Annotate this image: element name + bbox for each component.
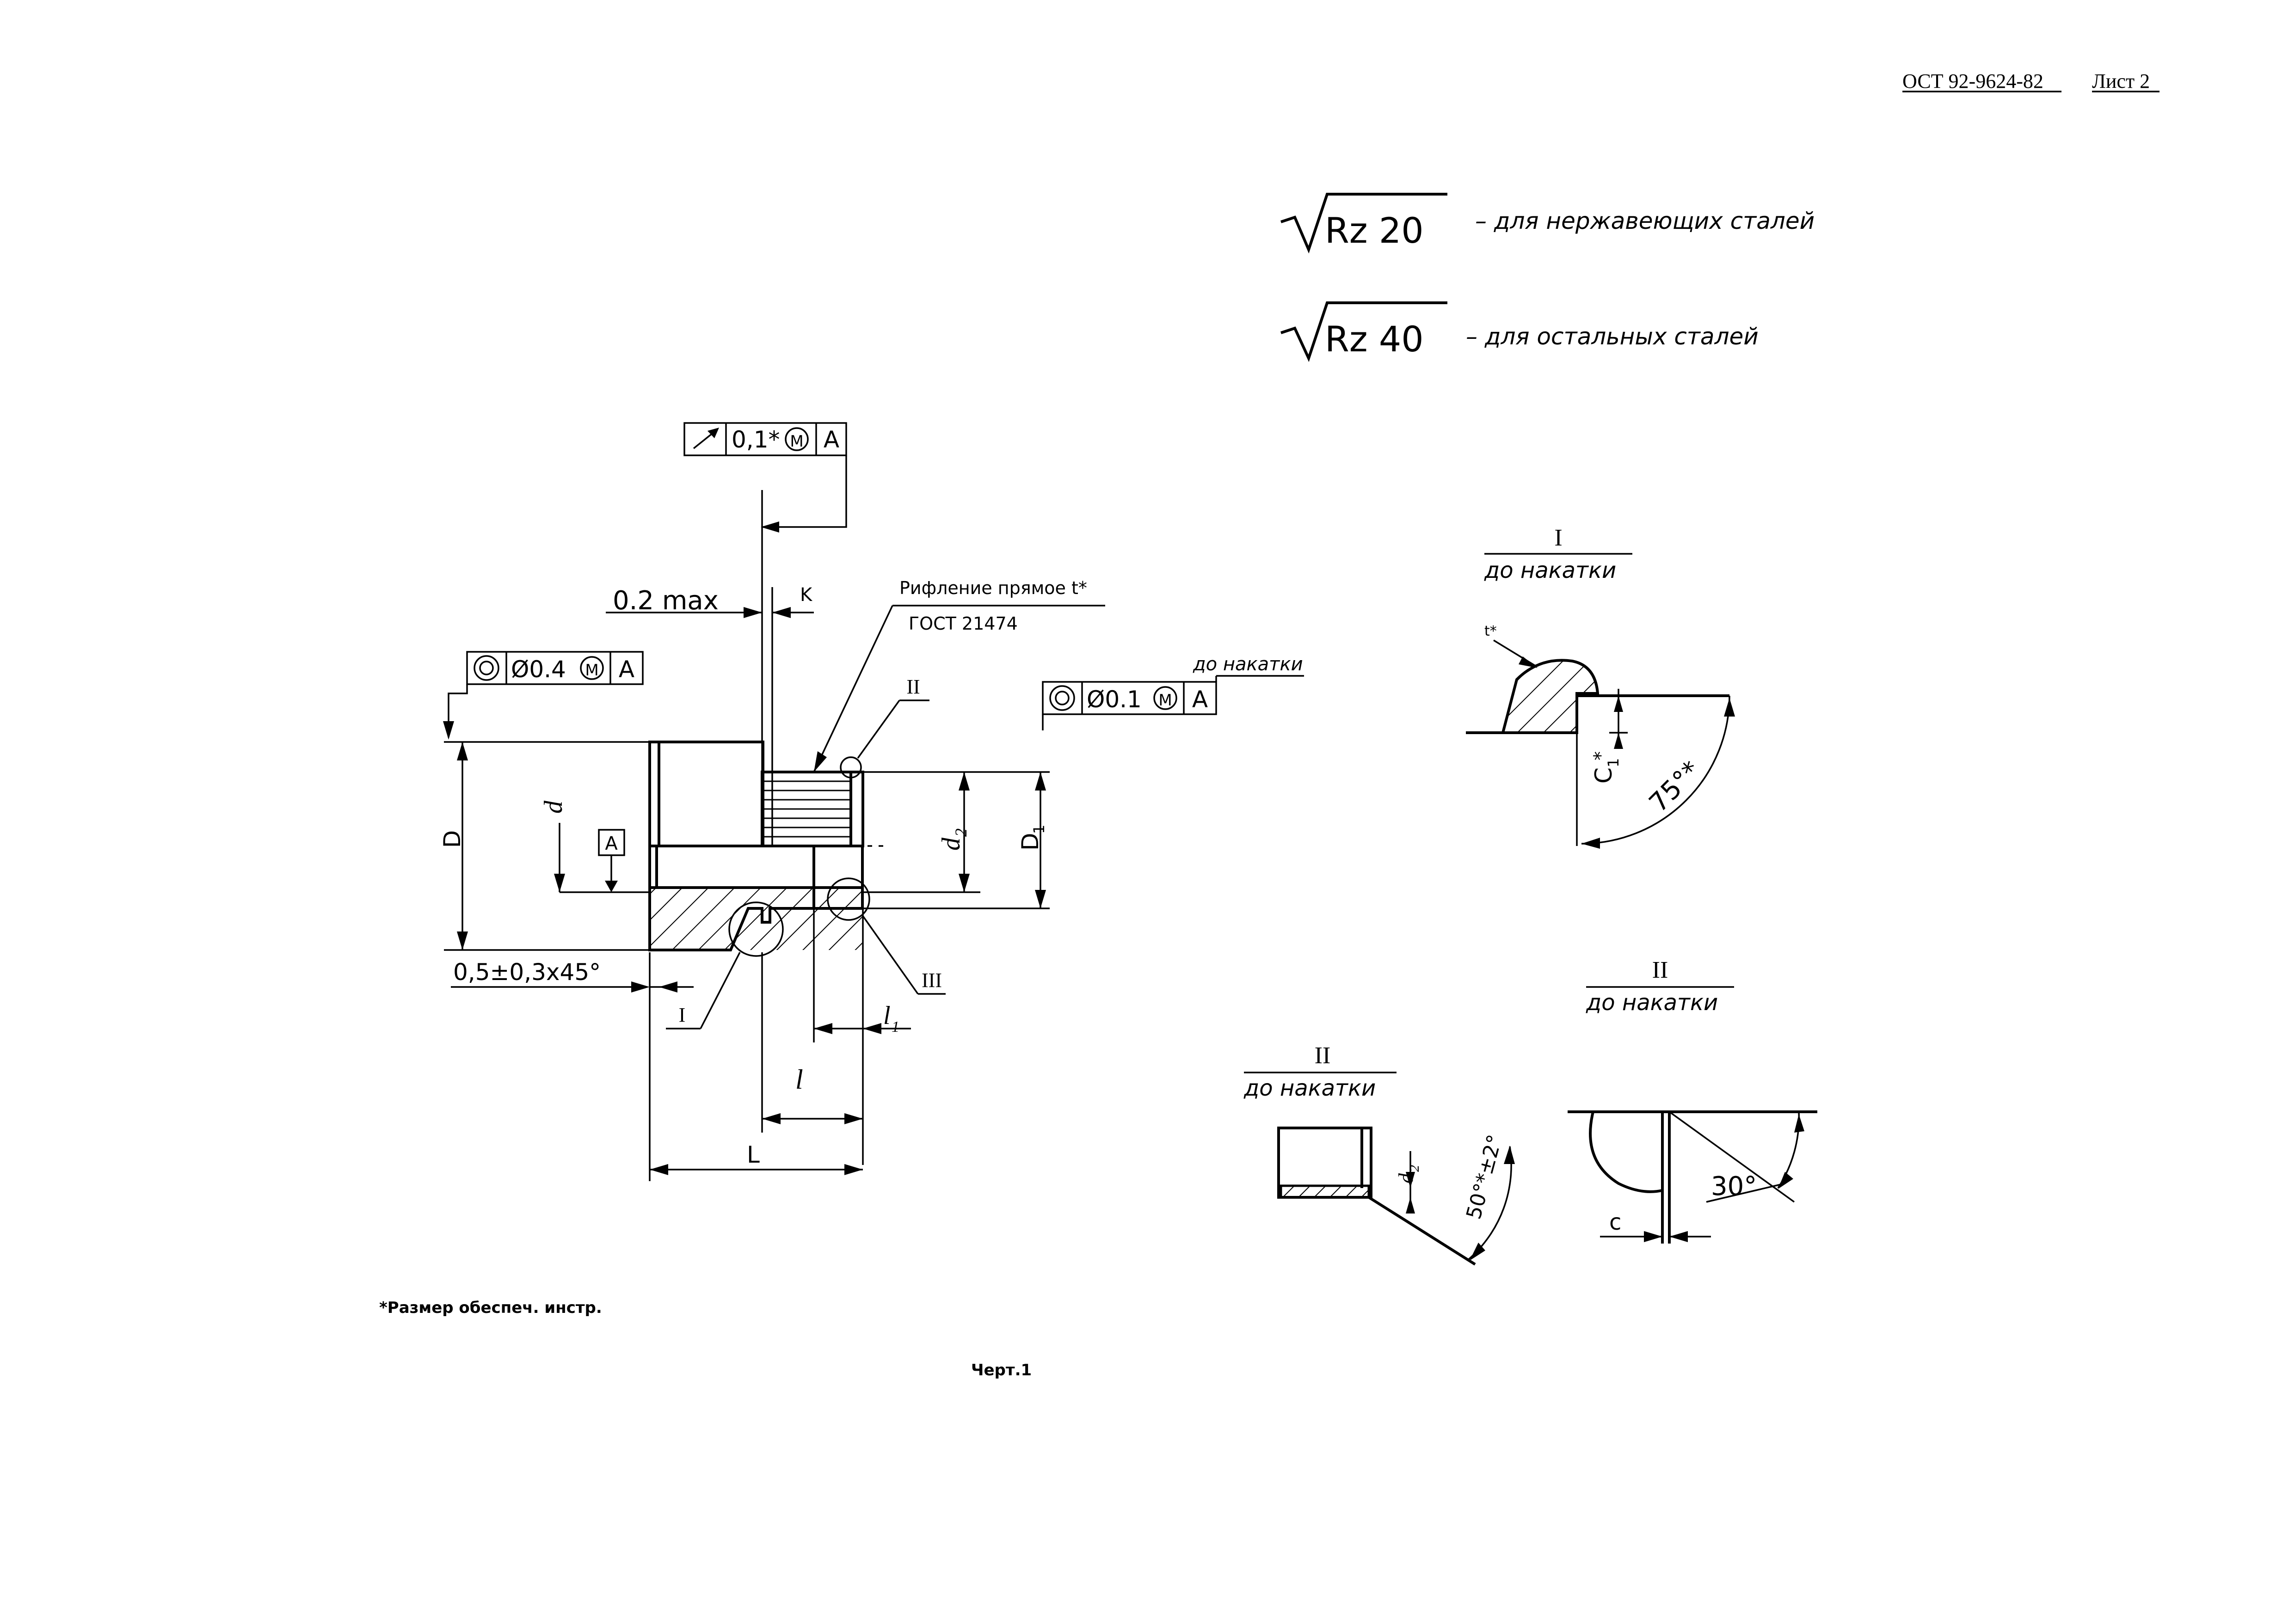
roughness-rz20-value: Rz 20	[1325, 210, 1424, 251]
dim-d-big: D	[439, 830, 466, 848]
standard-number: ОСТ 92-9624-82	[1902, 70, 2043, 92]
detail-i-c1: C	[1590, 767, 1617, 784]
detail-ii-right: II до накатки 30° c	[1568, 957, 1817, 1244]
detail-i-title: I	[1554, 525, 1562, 551]
before-knurl-label: до накатки	[1193, 654, 1303, 675]
dim-k: K	[800, 584, 813, 606]
coaxiality-d1-datum: A	[1192, 686, 1208, 713]
dim-d1-sub: 1	[1030, 825, 1048, 834]
coaxiality-d1-value: Ø0.1	[1087, 686, 1142, 713]
coaxiality-d-datum: A	[619, 656, 634, 683]
detail-i-circle	[728, 901, 784, 957]
dim-l1-sub: 1	[892, 1018, 899, 1036]
coaxiality-frame-d1: Ø0.1 M A до накатки	[1042, 654, 1304, 730]
chamfer-dim: 0,5±0,3x45°	[453, 959, 601, 986]
coaxiality-frame-box	[1042, 681, 1217, 715]
main-view: 0,1* M A 0.2 max K Рифление прямое t* ГО…	[439, 422, 1304, 1181]
runout-frame-box	[683, 422, 847, 456]
coaxiality-symbol-icon	[1049, 685, 1075, 711]
knurl-note: Рифление прямое t*	[899, 578, 1087, 598]
detail-ii-left-hatch	[1280, 1184, 1370, 1199]
detail-ii-left-d2: d	[1395, 1173, 1417, 1183]
runout-datum: A	[824, 426, 839, 453]
footnote: *Размер обеспеч. инстр.	[379, 1299, 602, 1317]
title-block: ОСТ 92-9624-82 Лист 2	[1902, 70, 2160, 92]
datum-a-marker: A	[598, 829, 625, 892]
roughness-symbol-icon	[1280, 193, 1447, 254]
runout-arrow-icon	[693, 428, 719, 449]
section-hatch	[650, 888, 862, 950]
detail-ii-left-d2-sub: 2	[1407, 1165, 1422, 1172]
sheet-number: Лист 2	[2092, 70, 2150, 92]
coaxiality-d-modifier: M	[585, 661, 598, 680]
dim-l: l	[795, 1064, 803, 1095]
roughness-rz40-note: – для остальных сталей	[1466, 323, 1759, 350]
detail-ii-left-title: II	[1315, 1042, 1331, 1069]
knurl-leader	[813, 605, 893, 772]
detail-i-t: t*	[1484, 623, 1497, 639]
detail-ii-right-subtitle: до накатки	[1586, 990, 1718, 1016]
mmc-modifier-icon	[785, 427, 809, 451]
figure-caption: Черт.1	[971, 1361, 1032, 1379]
detail-ii-right-c: c	[1609, 1209, 1621, 1235]
part-head	[648, 741, 764, 847]
detail-ii-right-profile	[1589, 1111, 1663, 1193]
dim-l1: l	[883, 1001, 891, 1030]
datum-a-label: A	[605, 833, 618, 854]
dim-d2: d	[937, 837, 966, 851]
detail-ii-right-angle: 30°	[1711, 1171, 1757, 1201]
dim-l-big: L	[747, 1141, 760, 1168]
runout-value: 0,1*	[732, 426, 780, 453]
detail-i-subtitle: до накатки	[1484, 558, 1616, 583]
coaxiality-frame-d: Ø0.4 M A	[443, 651, 644, 740]
detail-ii-circle	[840, 756, 862, 778]
dim-d1: D	[1017, 833, 1044, 851]
knurl-lines	[762, 780, 851, 838]
detail-ii-left-angle: 50°*±2°	[1462, 1132, 1507, 1222]
mmc-modifier-icon	[1153, 686, 1177, 710]
detail-i-angle: 75°*	[1643, 755, 1706, 818]
detail-i-c1-star: *	[1590, 751, 1612, 760]
ref-i-label: I	[679, 1004, 686, 1026]
ref-ii-label: II	[906, 675, 920, 698]
detail-i: I до накатки t* C 1 * 75°*	[1466, 525, 1735, 849]
roughness-rz20: Rz 20 – для нержавеющих сталей	[1280, 193, 1815, 254]
coaxiality-frame-box	[466, 651, 644, 685]
mmc-modifier-icon	[580, 656, 604, 680]
runout-modifier: M	[790, 432, 803, 451]
detail-ii-left: II до накатки d 2 50°*±2°	[1243, 1042, 1515, 1266]
coaxiality-d1-modifier: M	[1158, 691, 1172, 710]
roughness-symbol-icon	[1280, 301, 1447, 362]
roughness-rz40: Rz 40 – для остальных сталей	[1280, 301, 1759, 362]
roughness-rz20-note: – для нержавеющих сталей	[1475, 208, 1815, 234]
knurl-gost: ГОСТ 21474	[909, 613, 1018, 634]
dim-d-small: d	[539, 800, 568, 814]
dim-d2-sub: 2	[952, 828, 970, 837]
dim-0-2-max: 0.2 max	[613, 586, 719, 616]
detail-ii-right-title: II	[1652, 957, 1668, 983]
detail-iii-circle	[827, 877, 870, 921]
runout-tolerance-frame: 0,1* M A	[683, 422, 847, 533]
coaxiality-d-value: Ø0.4	[511, 656, 566, 683]
ref-iii-label: III	[922, 969, 942, 992]
detail-i-c1-sub: 1	[1605, 758, 1622, 767]
part-body	[648, 741, 883, 951]
detail-i-profile	[1501, 659, 1600, 734]
detail-ii-left-subtitle: до накатки	[1243, 1075, 1376, 1101]
roughness-rz40-value: Rz 40	[1325, 319, 1424, 360]
coaxiality-symbol-icon	[474, 655, 499, 681]
